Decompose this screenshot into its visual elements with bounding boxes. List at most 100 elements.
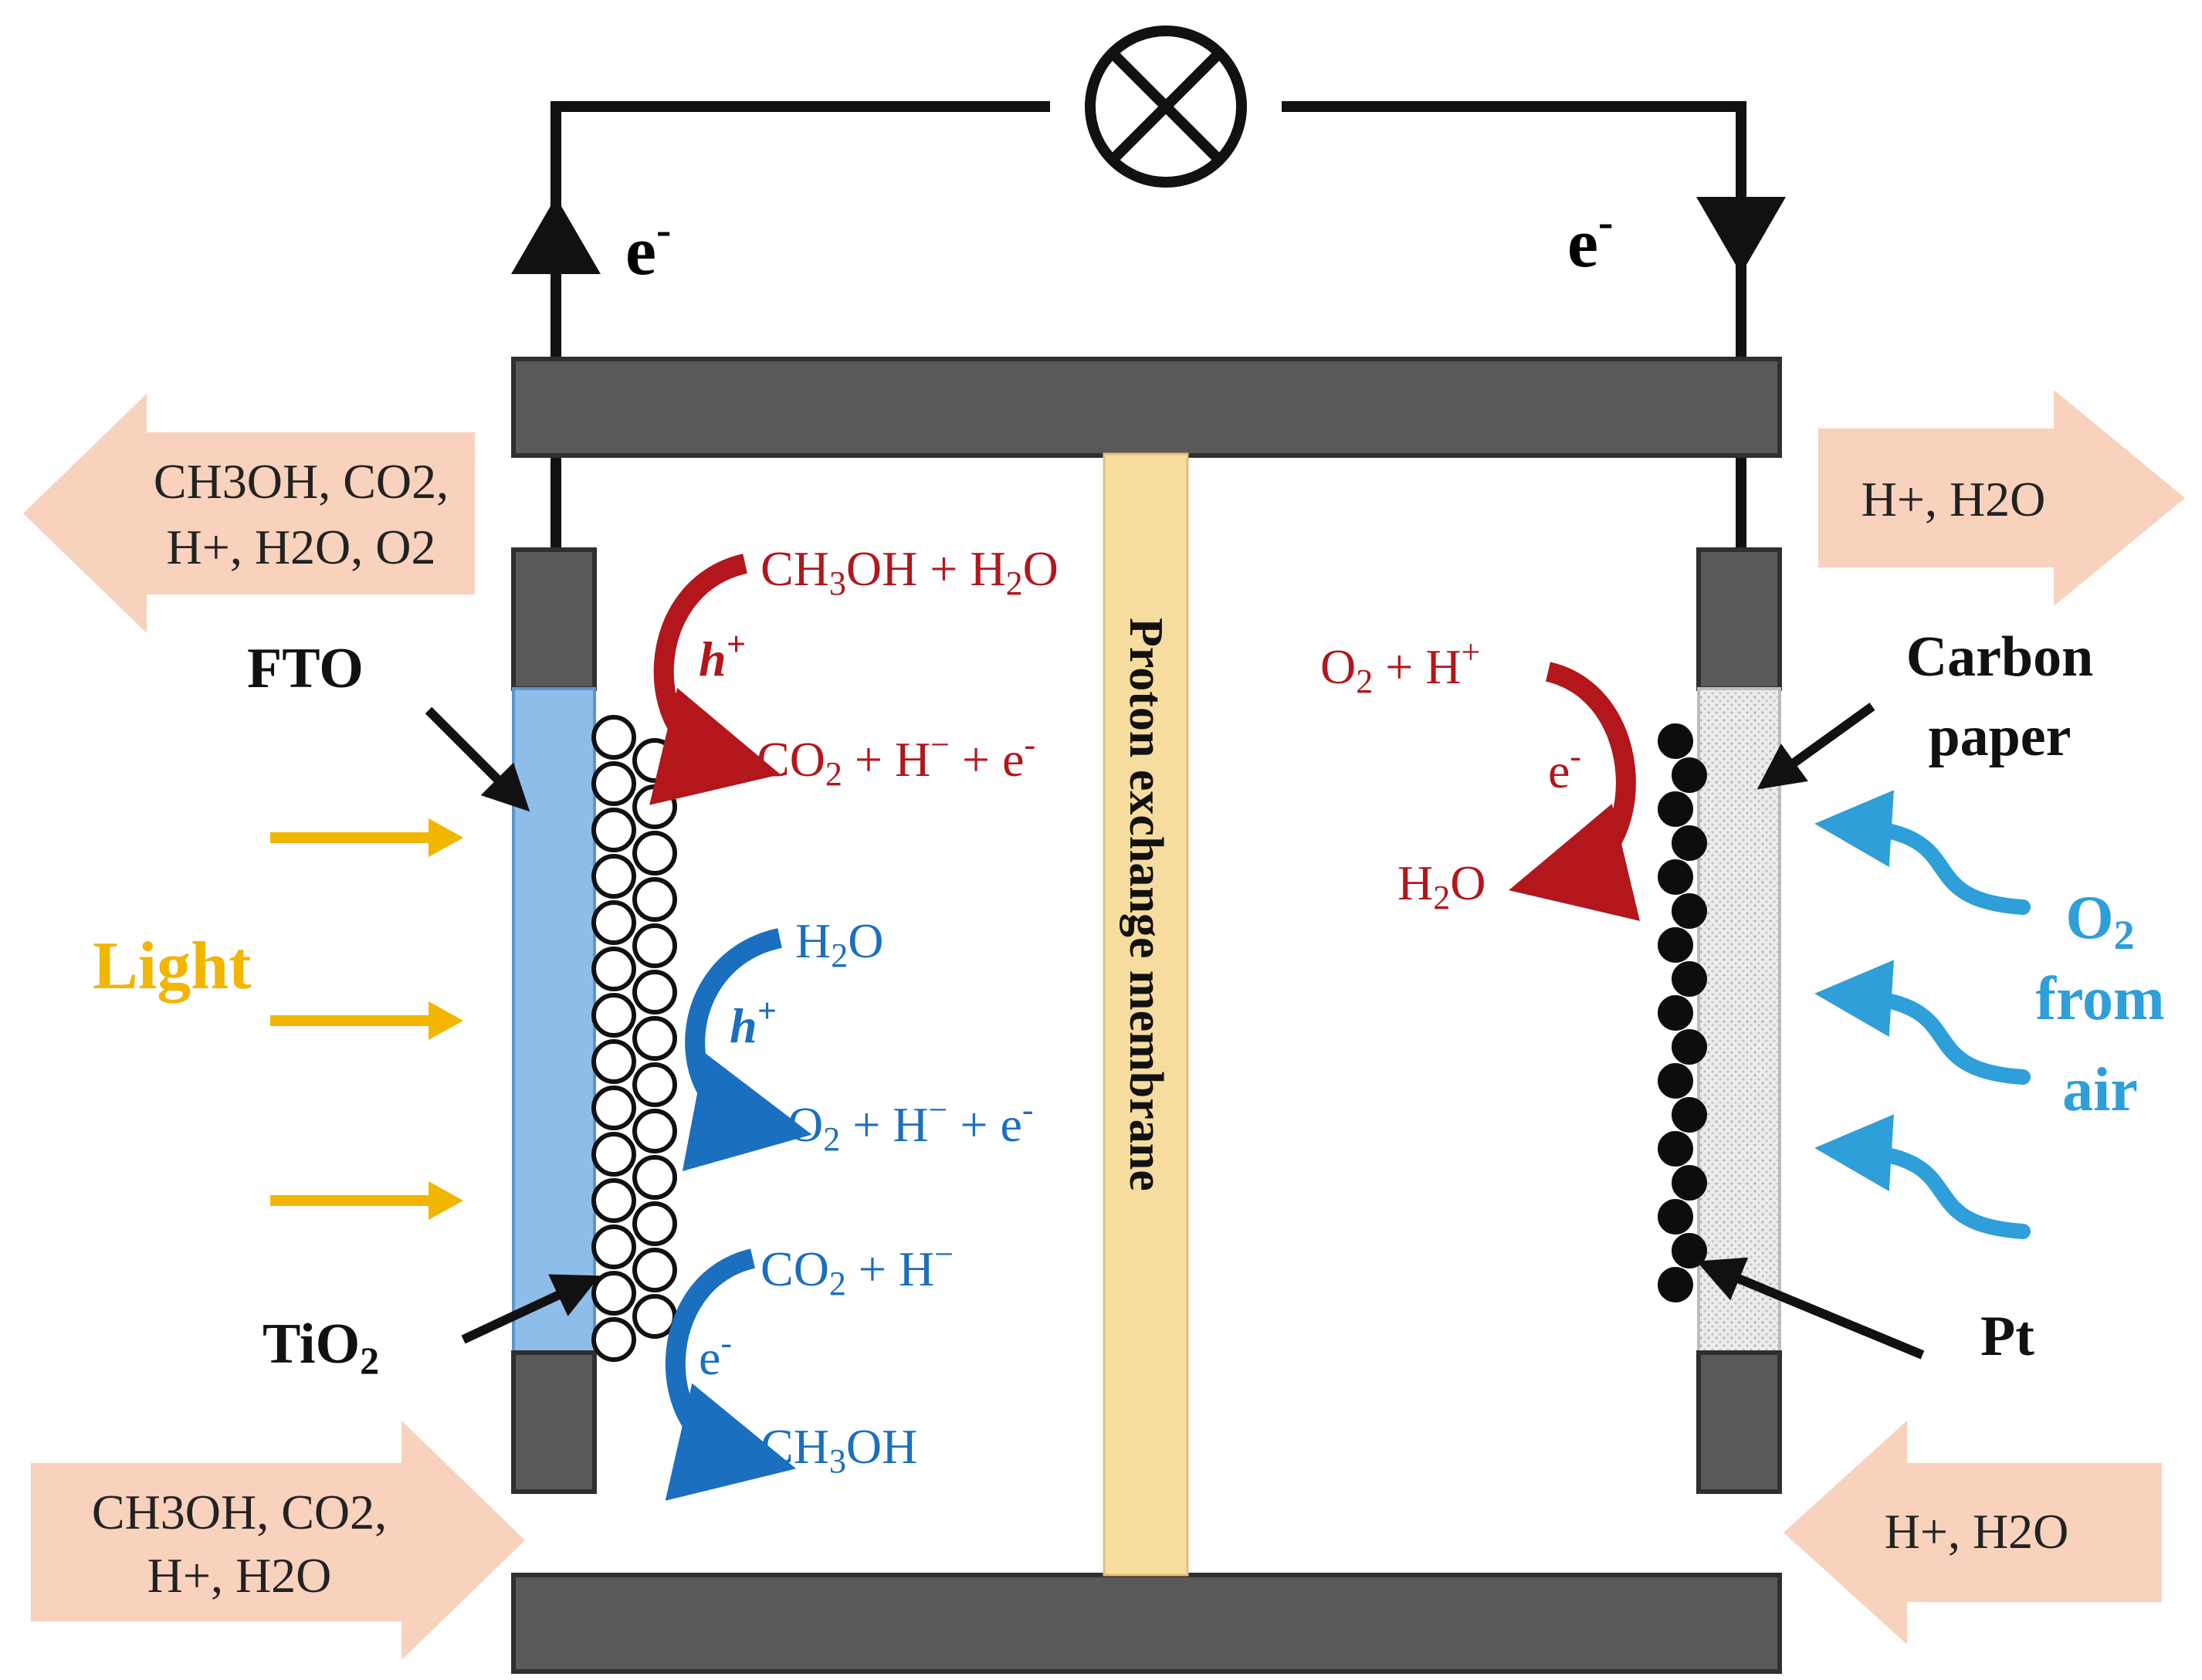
- tio2-particle: [632, 738, 677, 783]
- flow-text-top-left-1: CH3OH, CO2,: [154, 454, 449, 509]
- flow-arrow-bottom-right: H+, H2O: [1784, 1421, 2162, 1644]
- carbon-paper-label-1: Carbon: [1906, 625, 2094, 689]
- air-arrow-icon: [1814, 960, 2031, 1085]
- pt-catalyst-layer: [1658, 723, 1707, 1302]
- pt-particle: [1658, 859, 1693, 895]
- anode-holder-bottom: [511, 1350, 597, 1494]
- carbon-paper-label-2: paper: [1929, 705, 2072, 768]
- tio2-particle: [632, 831, 677, 876]
- air-arrow-icon: [1814, 790, 2031, 915]
- reaction-co2-reduction: CO2 + H− e- CH3OH: [665, 1235, 954, 1501]
- tio2-particle: [632, 784, 677, 829]
- light-arrow-icon: [270, 1001, 463, 1040]
- pt-particle: [1658, 791, 1693, 827]
- carbon-paper: [1697, 687, 1781, 1354]
- reaction-text: H2O: [1397, 855, 1486, 916]
- carbon-paper-pointer-arrow: [1757, 703, 1875, 790]
- bottom-end-plate: [511, 1573, 1782, 1674]
- pt-particle: [1658, 1063, 1693, 1099]
- reaction-methanol-oxidation: CH3OH + H2O h+ CO2 + H− + e-: [649, 541, 1059, 805]
- tio2-particle: [591, 1224, 636, 1269]
- fto-label: FTO: [247, 637, 364, 700]
- pt-pointer-arrow: [1696, 1257, 1925, 1360]
- tio2-particle: [591, 900, 636, 945]
- pt-particle: [1672, 1097, 1707, 1133]
- tio2-particle: [591, 1317, 636, 1362]
- anode-holder-top: [511, 547, 597, 691]
- electron-down-arrow-icon: [1696, 197, 1786, 274]
- flow-text-bottom-left-2: H+, H2O: [147, 1548, 332, 1603]
- air-arrow-icon: [1814, 1114, 2031, 1239]
- tio2-particle-layer: [591, 715, 677, 1362]
- o2-from-air-label-1: O2: [2065, 884, 2134, 958]
- reaction-text: CH3OH: [761, 1419, 917, 1480]
- reaction-text: CH3OH + H2O: [761, 541, 1059, 602]
- tio2-particle: [591, 1086, 636, 1130]
- tio2-particle: [591, 715, 636, 760]
- tio2-particle: [632, 1294, 677, 1339]
- tio2-particle: [591, 808, 636, 852]
- curved-arrow-icon: [665, 1248, 797, 1501]
- pt-particle: [1672, 825, 1707, 861]
- pt-particle: [1658, 995, 1693, 1031]
- curved-arrow-icon: [649, 554, 781, 805]
- flow-text-bottom-left-1: CH3OH, CO2,: [92, 1485, 387, 1539]
- pt-particle: [1672, 757, 1707, 793]
- lamp-x-icon: [1085, 25, 1247, 188]
- tio2-particle: [632, 970, 677, 1014]
- electron-label-right: e-: [1567, 197, 1613, 282]
- tio2-particle: [632, 1109, 677, 1153]
- tio2-particle: [632, 877, 677, 922]
- light-arrow-icon: [270, 1181, 463, 1220]
- curved-arrow-icon: [1509, 662, 1641, 921]
- tio2-particle: [632, 1248, 677, 1292]
- light-label: Light: [93, 929, 251, 1004]
- light-arrow-icon: [270, 818, 463, 857]
- reaction-oxygen-reduction: O2 + H+ e- H2O: [1320, 633, 1641, 921]
- reaction-text: O2 + H+: [1320, 633, 1480, 700]
- pt-particle: [1672, 961, 1707, 997]
- tio2-particle: [591, 993, 636, 1038]
- tio2-particle: [632, 1062, 677, 1107]
- o2-from-air-label-3: air: [2062, 1056, 2138, 1124]
- carrier-label: h+: [730, 992, 777, 1053]
- tio2-particle: [632, 1201, 677, 1246]
- reaction-text: CO2 + H−: [761, 1235, 954, 1302]
- pt-particle: [1658, 1199, 1693, 1235]
- tio2-particle: [591, 947, 636, 991]
- reaction-text: CO2 + H− + e-: [757, 726, 1035, 793]
- tio2-particle: [591, 1178, 636, 1223]
- pt-particle: [1672, 1165, 1707, 1201]
- tio2-particle: [591, 1132, 636, 1177]
- top-end-plate: [511, 357, 1782, 458]
- fto-glass: [512, 687, 596, 1354]
- pt-particle: [1672, 1029, 1707, 1065]
- flow-text-bottom-right: H+, H2O: [1885, 1504, 2069, 1559]
- carrier-label: h+: [699, 625, 746, 686]
- flow-text-top-left-2: H+, H2O, O2: [167, 520, 436, 574]
- pt-label: Pt: [1980, 1305, 2034, 1368]
- tio2-particle: [591, 1039, 636, 1084]
- tio2-particle: [632, 923, 677, 968]
- pt-particle: [1672, 1233, 1707, 1268]
- flow-arrow-top-right: H+, H2O: [1818, 390, 2185, 606]
- carrier-label: e-: [1548, 737, 1581, 798]
- proton-exchange-membrane: [1103, 452, 1189, 1577]
- tio2-pointer-arrow: [461, 1274, 601, 1344]
- reaction-water-oxidation: H2O h+ O2 + H− + e-: [682, 913, 1034, 1171]
- pt-particle: [1658, 927, 1693, 963]
- tio2-particle: [591, 854, 636, 899]
- pt-particle: [1658, 723, 1693, 759]
- pt-particle: [1658, 1267, 1693, 1302]
- o2-from-air-label-2: from: [2035, 965, 2164, 1033]
- membrane-label: Proton exchange membrane: [1120, 618, 1172, 1191]
- flow-arrow-top-left: CH3OH, CO2, H+, H2O, O2: [23, 394, 475, 633]
- reaction-text: O2 + H− + e-: [788, 1091, 1034, 1158]
- cathode-holder-bottom: [1696, 1350, 1782, 1494]
- external-circuit: e- e-: [511, 25, 1786, 550]
- curved-arrow-icon: [682, 928, 812, 1171]
- cathode-holder-top: [1696, 547, 1782, 691]
- tio2-particle: [591, 761, 636, 806]
- tio2-particle: [591, 1271, 636, 1316]
